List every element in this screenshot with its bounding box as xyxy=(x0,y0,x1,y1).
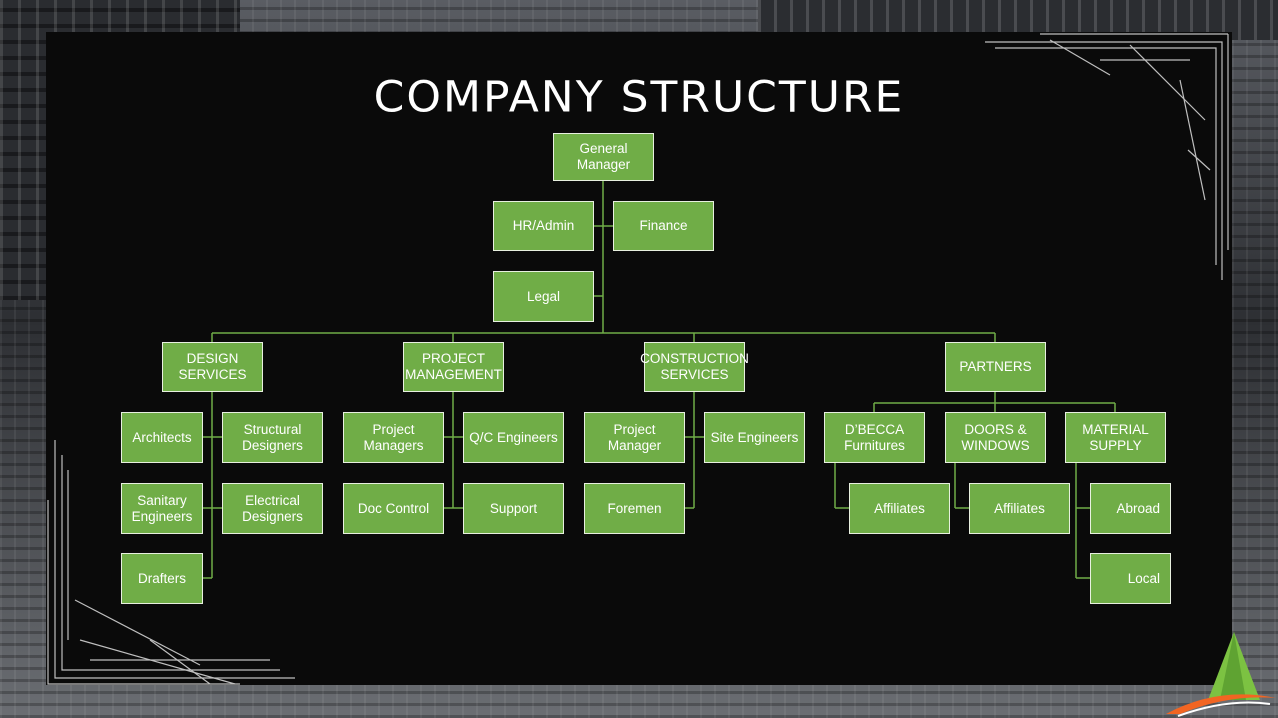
node-local: Local xyxy=(1090,553,1171,604)
node-structural-designers: Structural Designers xyxy=(222,412,323,463)
node-support: Support xyxy=(463,483,564,534)
node-electrical-designers: Electrical Designers xyxy=(222,483,323,534)
node-qc-engineers: Q/C Engineers xyxy=(463,412,564,463)
node-doors-windows: DOORS & WINDOWS xyxy=(945,412,1046,463)
node-affiliates-doors: Affiliates xyxy=(969,483,1070,534)
node-abroad: Abroad xyxy=(1090,483,1171,534)
node-dbecca-furnitures: D’BECCA Furnitures xyxy=(824,412,925,463)
node-project-management: PROJECT MANAGEMENT xyxy=(403,342,504,392)
node-hr-admin: HR/Admin xyxy=(493,201,594,251)
node-construction-services: CONSTRUCTION SERVICES xyxy=(640,342,749,392)
node-foremen: Foremen xyxy=(584,483,685,534)
node-sanitary-engineers: Sanitary Engineers xyxy=(121,483,203,534)
node-affiliates-furnitures: Affiliates xyxy=(849,483,950,534)
node-project-managers: Project Managers xyxy=(343,412,444,463)
node-architects: Architects xyxy=(121,412,203,463)
node-legal: Legal xyxy=(493,271,594,322)
node-general-manager: General Manager xyxy=(553,133,654,181)
slide-title: COMPANY STRUCTURE xyxy=(373,72,905,123)
node-doc-control: Doc Control xyxy=(343,483,444,534)
node-finance: Finance xyxy=(613,201,714,251)
node-partners: PARTNERS xyxy=(945,342,1046,392)
company-logo-icon xyxy=(1166,632,1276,717)
node-project-manager: Project Manager xyxy=(584,412,685,463)
node-site-engineers: Site Engineers xyxy=(704,412,805,463)
node-drafters: Drafters xyxy=(121,553,203,604)
node-design-services: DESIGN SERVICES xyxy=(162,342,263,392)
node-material-supply: MATERIAL SUPPLY xyxy=(1065,412,1166,463)
